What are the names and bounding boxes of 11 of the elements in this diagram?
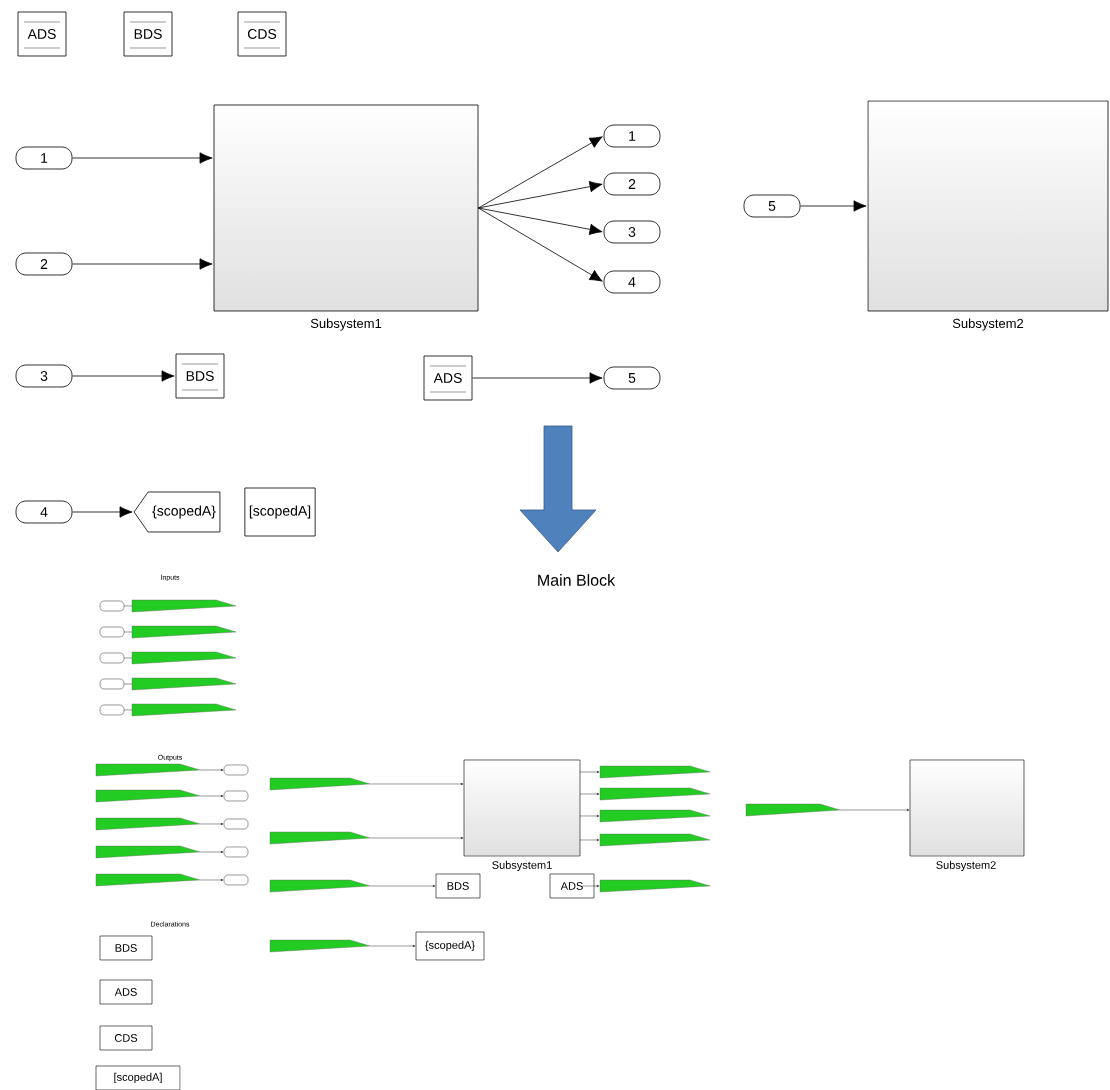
arrow (478, 181, 603, 209)
arrow (72, 152, 213, 164)
arrow (72, 506, 133, 518)
arrow (472, 372, 603, 384)
arrow (72, 258, 213, 270)
arrow (800, 200, 867, 212)
arrow (478, 136, 603, 209)
arrow (478, 207, 603, 282)
main-caption: Main Block (538, 574, 616, 586)
arrow (72, 370, 175, 382)
arrow (478, 207, 603, 235)
